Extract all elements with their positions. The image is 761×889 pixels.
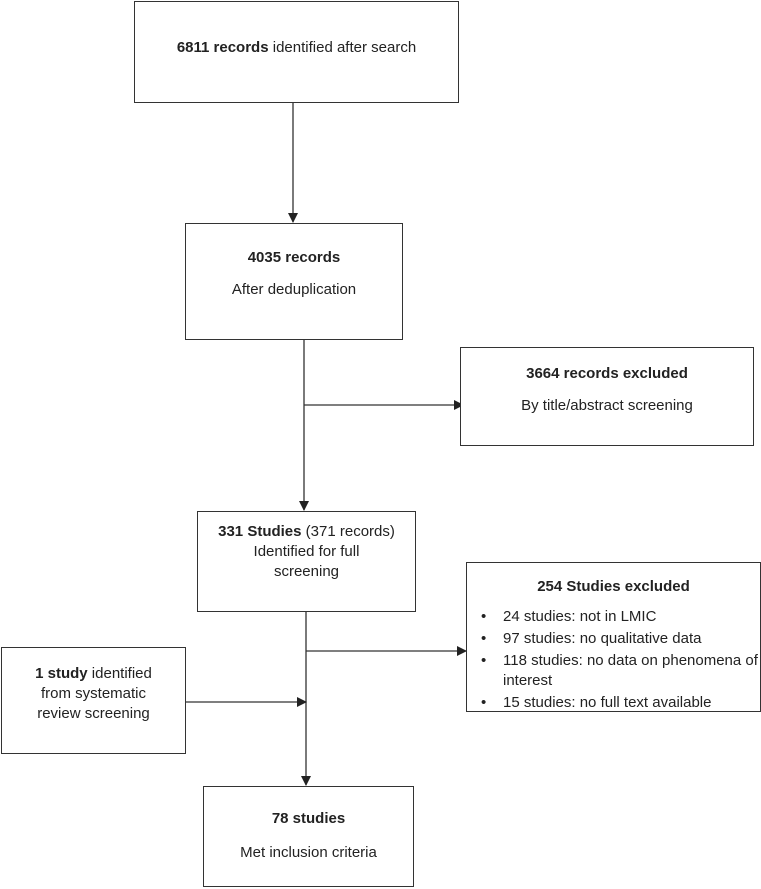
fulltext-excluded-box: 254 Studies excluded •24 studies: not in… [466, 562, 761, 712]
included-label: Met inclusion criteria [240, 844, 377, 861]
exclusion-reason: •97 studies: no qualitative data [481, 630, 702, 647]
dedup-label: After deduplication [231, 281, 357, 298]
excluded-title-count: 3664 records excluded [526, 365, 688, 382]
full-screening-box: 331 Studies (371 records) Identified for… [197, 511, 416, 612]
systematic-review-box: 1 study identified from systematic revie… [1, 647, 186, 754]
deduplicated-records-box: 4035 records After deduplication [185, 223, 403, 340]
systematic-count: 1 study identified [35, 665, 152, 682]
screening-label-2: screening [273, 563, 340, 580]
search-count: 6811 records [176, 39, 269, 56]
included-count: 78 studies [271, 810, 346, 827]
title-abstract-excluded-box: 3664 records excluded By title/abstract … [460, 347, 754, 446]
systematic-label-2: review screening [37, 705, 150, 722]
screening-count: 331 Studies (371 records) [218, 523, 395, 540]
included-studies-box: 78 studies Met inclusion criteria [203, 786, 414, 887]
dedup-count: 4035 records [247, 249, 341, 266]
exclusion-reason: •15 studies: no full text available [481, 694, 712, 711]
excluded-title-reason: By title/abstract screening [521, 397, 693, 414]
exclusion-reasons-list: •24 studies: not in LMIC •97 studies: no… [467, 607, 760, 713]
search-records-box: 6811 records identified after search [134, 1, 459, 103]
screening-label-1: Identified for full [253, 543, 360, 560]
search-text: identified after search [268, 39, 417, 56]
exclusion-reason: •24 studies: not in LMIC [481, 608, 657, 625]
fulltext-excluded-count: 254 Studies excluded [537, 578, 690, 595]
systematic-label-1: from systematic [40, 685, 146, 702]
exclusion-reason: •118 studies: no data on phenomena of in… [481, 652, 758, 689]
